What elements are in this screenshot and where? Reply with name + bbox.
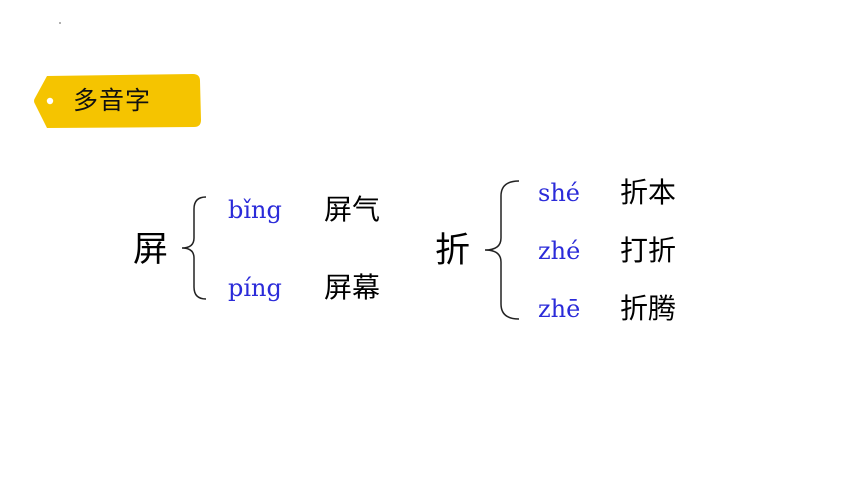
left-brace-icon: [484, 180, 520, 320]
main-character: 折: [435, 231, 471, 271]
section-tag: 多音字: [33, 74, 201, 128]
tag-shape: [34, 74, 201, 128]
pinyin: píng: [228, 274, 282, 302]
example-word: 屏气: [324, 193, 381, 226]
pinyin: zhē: [538, 295, 581, 323]
pinyin: shé: [538, 179, 580, 207]
example-word: 屏幕: [324, 271, 381, 304]
tag-label: 多音字: [73, 86, 152, 115]
pinyin: bǐng: [228, 196, 282, 224]
left-brace-icon: [181, 196, 207, 300]
example-word: 折腾: [620, 292, 677, 325]
example-word: 折本: [620, 176, 677, 209]
pinyin: zhé: [538, 237, 581, 265]
tag-hole-icon: [46, 97, 54, 105]
example-word: 打折: [620, 234, 677, 267]
main-character: 屏: [133, 230, 169, 270]
decorative-dot: [59, 22, 61, 24]
